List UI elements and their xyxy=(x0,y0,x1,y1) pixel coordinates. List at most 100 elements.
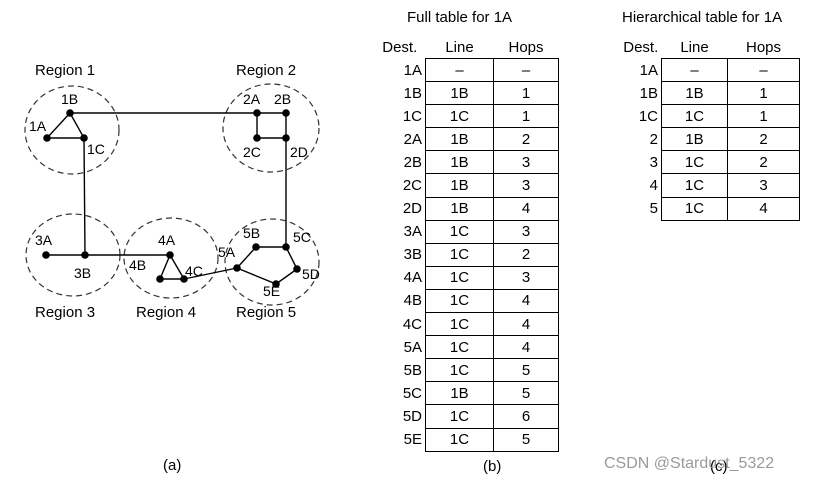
node-label-4B: 4B xyxy=(129,257,146,273)
cell-hops: 3 xyxy=(493,150,559,175)
cell-line: 1C xyxy=(425,358,494,383)
nodes xyxy=(42,109,301,288)
table-header-row: Dest. Line Hops xyxy=(620,36,800,59)
cell-dest: 4 xyxy=(649,177,658,195)
node-label-5A: 5A xyxy=(218,244,236,260)
region-labels: Region 1 Region 2 Region 3 Region 4 Regi… xyxy=(35,62,296,321)
header-line: Line xyxy=(680,38,709,56)
cell-dest: 2 xyxy=(649,130,658,148)
cell-line: 1C xyxy=(425,335,494,360)
node-label-1A: 1A xyxy=(29,118,47,134)
cell-dest: 5 xyxy=(649,200,658,218)
cell-hops: 4 xyxy=(493,288,559,314)
cell-dest: 5E xyxy=(403,431,422,449)
cell-hops: 3 xyxy=(493,265,559,290)
link-4A-4C xyxy=(169,254,185,280)
node-3A xyxy=(42,251,50,259)
node-label-1C: 1C xyxy=(87,141,105,157)
cell-line: – xyxy=(425,57,494,83)
cell-hops: 4 xyxy=(493,196,559,221)
region-label-5: Region 5 xyxy=(236,304,296,321)
cell-hops: 5 xyxy=(493,358,559,383)
node-4B xyxy=(156,275,164,283)
cell-hops: 2 xyxy=(727,127,800,152)
cell-line: 1C xyxy=(661,104,728,129)
node-5D xyxy=(293,265,301,273)
cell-hops: 2 xyxy=(493,242,559,267)
cell-dest: 3B xyxy=(403,246,422,264)
cell-hops: 3 xyxy=(493,219,559,244)
node-2A xyxy=(253,109,261,117)
cell-hops: 4 xyxy=(493,335,559,360)
cell-dest: 2D xyxy=(402,200,422,218)
cell-dest: 4A xyxy=(403,269,422,287)
link-5E-5A xyxy=(236,267,277,285)
cell-line: 1C xyxy=(425,242,494,267)
node-1A xyxy=(43,134,51,142)
node-label-4C: 4C xyxy=(185,263,203,279)
node-5B xyxy=(252,243,260,251)
node-label-5D: 5D xyxy=(302,266,320,282)
cell-dest: 2C xyxy=(402,177,422,195)
cell-hops: – xyxy=(493,57,559,83)
header-hops: Hops xyxy=(508,38,544,56)
node-label-2D: 2D xyxy=(290,144,308,160)
cell-dest: 5C xyxy=(402,384,422,402)
cell-line: 1B xyxy=(425,173,494,198)
link-1A-1B xyxy=(46,112,71,139)
cell-line: 1B xyxy=(425,150,494,175)
node-label-3A: 3A xyxy=(35,232,53,248)
header-line: Line xyxy=(445,38,474,56)
node-5C xyxy=(282,243,290,251)
links xyxy=(46,112,298,285)
cell-hops: – xyxy=(727,57,800,83)
table-row: 1A–– xyxy=(620,57,800,83)
table-row: 1A–– xyxy=(374,57,559,83)
region-4-boundary xyxy=(123,217,219,299)
cell-line: 1C xyxy=(425,104,494,129)
cell-line: 1C xyxy=(425,219,494,244)
table-header-row: Dest. Line Hops xyxy=(374,36,559,59)
cell-dest: 1C xyxy=(638,107,658,125)
cell-hops: 3 xyxy=(493,173,559,198)
node-2C xyxy=(253,134,261,142)
cell-line: – xyxy=(661,57,728,83)
header-hops: Hops xyxy=(745,38,782,56)
node-5A xyxy=(233,264,241,272)
cell-dest: 1C xyxy=(402,107,422,125)
node-label-2B: 2B xyxy=(274,91,291,107)
hier-table-title: Hierarchical table for 1A xyxy=(622,9,783,26)
cell-dest: 3 xyxy=(649,153,658,171)
node-5E xyxy=(272,280,280,288)
caption-b: (b) xyxy=(483,458,502,475)
cell-line: 1C xyxy=(661,150,728,175)
cell-dest: 3A xyxy=(403,223,422,241)
cell-hops: 2 xyxy=(727,150,800,175)
cell-dest: 5A xyxy=(403,338,422,356)
header-dest: Dest. xyxy=(623,38,659,56)
cell-hops: 6 xyxy=(493,404,559,429)
node-2B xyxy=(282,109,290,117)
region-label-4: Region 4 xyxy=(136,304,196,321)
cell-hops: 1 xyxy=(727,104,800,129)
node-label-2A: 2A xyxy=(243,91,261,107)
header-dest: Dest. xyxy=(382,38,418,56)
node-label-5E: 5E xyxy=(263,283,280,299)
cell-hops: 1 xyxy=(493,104,559,129)
cell-dest: 1A xyxy=(639,61,658,79)
cell-dest: 4B xyxy=(403,292,422,310)
